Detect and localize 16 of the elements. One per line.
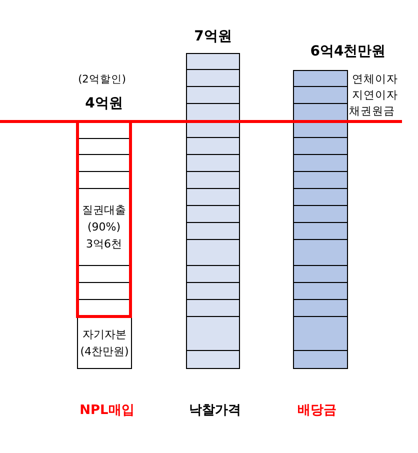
box-label: 질권대출 (90%) 3억6천 [82, 202, 126, 252]
segment-label: 지연이자 [352, 88, 398, 102]
segment-label: 연체이자 [352, 72, 398, 86]
column-caption: 배당금 [298, 403, 336, 419]
amount-heading: 6억4천만원 [310, 44, 386, 60]
stacked-bar [186, 53, 240, 369]
column-caption: NPL매입 [80, 403, 134, 419]
column-caption: 낙찰가격 [189, 403, 241, 419]
amount-heading: 7억원 [194, 28, 232, 46]
box-label: 자기자본 (4찬만원) [80, 326, 129, 360]
loan-box [76, 120, 132, 318]
amount-heading: 4억원 [85, 96, 123, 112]
stacked-bar [293, 70, 348, 369]
equity-box [77, 317, 132, 369]
segment-label: 채권원금 [348, 104, 396, 118]
discount-note: (2억할인) [78, 74, 126, 86]
